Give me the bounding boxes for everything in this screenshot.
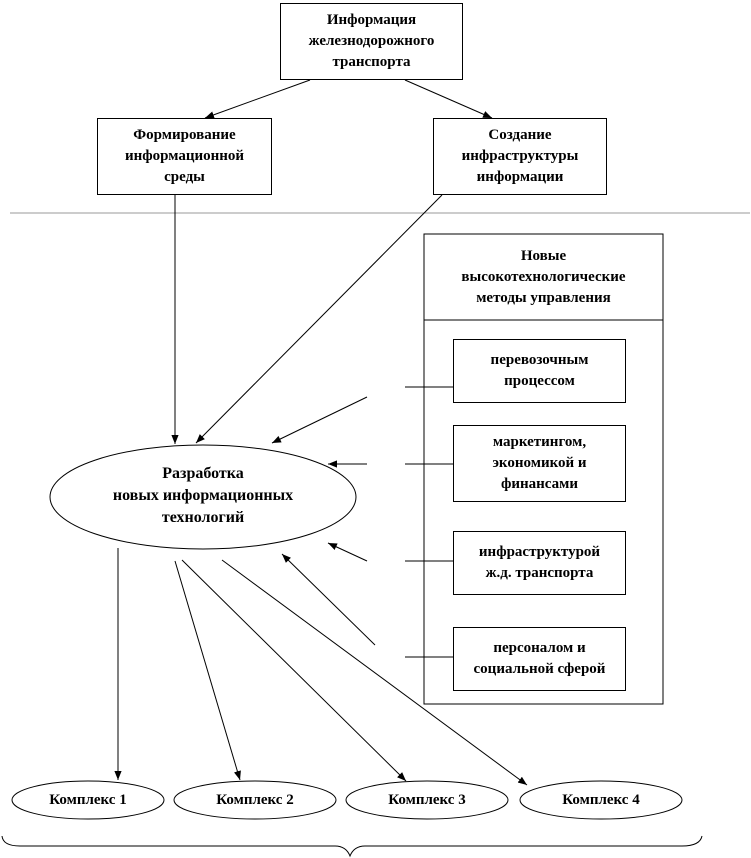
method-box-marketing-economics: маркетингом, экономикой и финансами xyxy=(453,425,626,502)
methods-title: Новые высокотехнологические методы управ… xyxy=(461,247,626,306)
method-box-infrastructure: инфраструктурой ж.д. транспорта xyxy=(453,531,626,595)
arrow-method-1-to-center xyxy=(271,396,368,444)
left-branch-label: Формирование информационной среды xyxy=(124,127,245,185)
arrow-center-to-complex-4 xyxy=(221,559,528,786)
complex-ellipse-3 xyxy=(345,780,509,820)
center-ellipse-label: Разработка новых информационных технолог… xyxy=(112,465,294,526)
right-branch-label: Создание инфраструктуры информации xyxy=(461,127,579,185)
arrow-center-to-complex-2 xyxy=(174,560,241,781)
method-box-transport-process: перевозочным процессом xyxy=(453,339,626,403)
top-box-label: Информация железнодорожного транспорта xyxy=(308,12,435,70)
method-label-4: персоналом и социальной сферой xyxy=(473,640,606,677)
methods-container xyxy=(423,233,664,705)
complex-ellipse-2 xyxy=(173,780,337,820)
arrow-method-3-to-center xyxy=(327,542,368,562)
complex-ellipse-1 xyxy=(11,780,165,820)
arrow-method-4-to-center xyxy=(281,553,376,646)
left-branch-box: Формирование информационной среды xyxy=(97,118,272,195)
complex-ellipse-4 xyxy=(519,780,683,820)
method-label-1: перевозочным процессом xyxy=(490,352,589,389)
complex-label-3: Комплекс 3 xyxy=(388,792,466,808)
method-box-personnel-social: персоналом и социальной сферой xyxy=(453,627,626,691)
arrow-top-to-right-branch xyxy=(404,79,493,119)
top-box-railway-information: Информация железнодорожного транспорта xyxy=(280,3,463,80)
complex-label-4: Комплекс 4 xyxy=(562,792,640,808)
center-ellipse xyxy=(49,444,357,550)
arrow-center-to-complex-3 xyxy=(181,559,407,782)
bottom-brace xyxy=(1,835,703,858)
arrow-top-to-left-branch xyxy=(204,79,311,119)
right-branch-box: Создание инфраструктуры информации xyxy=(433,118,607,195)
method-label-3: инфраструктурой ж.д. транспорта xyxy=(478,544,601,581)
method-label-2: маркетингом, экономикой и финансами xyxy=(492,434,587,492)
complex-label-2: Комплекс 2 xyxy=(216,792,294,808)
complex-label-1: Комплекс 1 xyxy=(49,792,127,808)
arrow-right-branch-to-center xyxy=(195,194,443,444)
